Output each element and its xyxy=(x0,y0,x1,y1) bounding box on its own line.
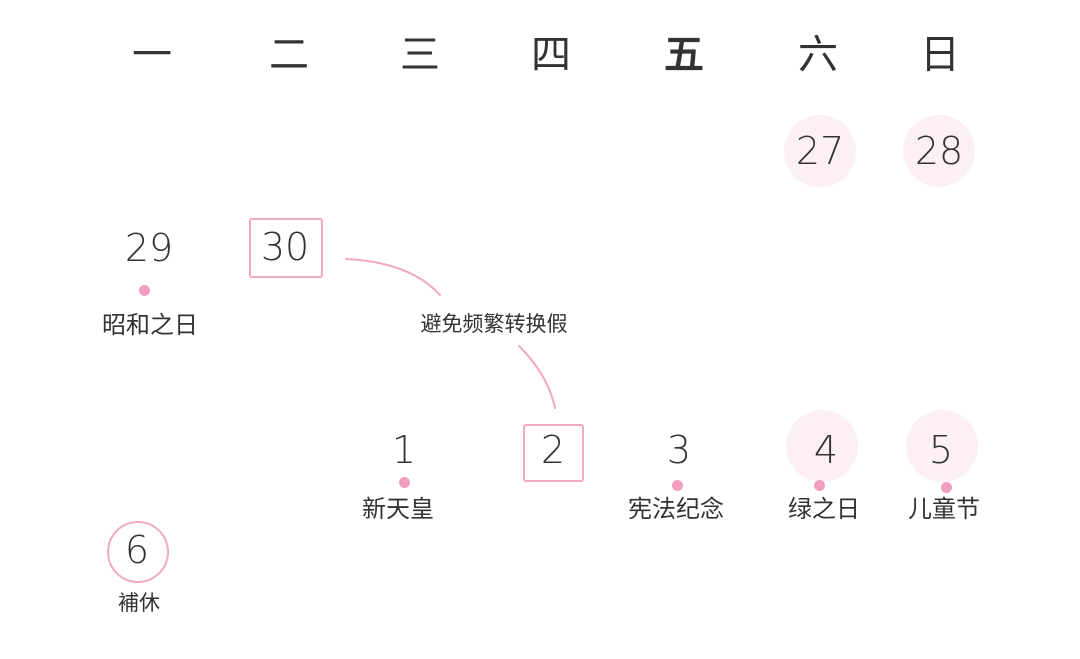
holiday-label-constitution-day: 宪法纪念 xyxy=(628,495,724,523)
day-27[interactable]: 27 xyxy=(795,129,845,173)
day-29[interactable]: 29 xyxy=(124,226,174,270)
day-1[interactable]: 1 xyxy=(391,428,417,472)
day-3[interactable]: 3 xyxy=(666,428,692,472)
holiday-dot xyxy=(940,481,952,493)
bridge-day-box xyxy=(523,424,584,482)
weekday-sun: 日 xyxy=(920,32,960,78)
holiday-dot xyxy=(138,284,150,296)
weekend-highlight xyxy=(903,115,975,187)
day-6[interactable]: 6 xyxy=(124,528,150,572)
holiday-dot xyxy=(671,479,683,491)
weekend-highlight xyxy=(786,410,858,482)
weekday-tue: 二 xyxy=(269,32,309,78)
weekend-highlight xyxy=(784,115,856,187)
holiday-label-new-emperor: 新天皇 xyxy=(362,495,434,523)
bridge-day-box xyxy=(249,218,323,278)
day-4[interactable]: 4 xyxy=(813,428,839,472)
day-2[interactable]: 2 xyxy=(540,428,566,472)
holiday-label-childrens-day: 儿童节 xyxy=(908,495,980,523)
holiday-dot xyxy=(813,479,825,491)
holiday-label-greenery-day: 绿之日 xyxy=(788,495,860,523)
weekend-highlight xyxy=(906,410,978,482)
weekday-wed: 三 xyxy=(400,32,440,78)
holiday-label-showa-day: 昭和之日 xyxy=(102,311,198,339)
weekday-fri: 五 xyxy=(664,32,704,78)
weekday-thu: 四 xyxy=(531,32,571,78)
day-30[interactable]: 30 xyxy=(260,225,310,269)
holiday-dot xyxy=(398,476,410,488)
substitute-holiday-ring xyxy=(107,521,169,583)
weekday-sat: 六 xyxy=(798,32,838,78)
weekday-mon: 一 xyxy=(132,32,172,78)
day-5[interactable]: 5 xyxy=(928,428,954,472)
annotation-note: 避免频繁转换假 xyxy=(420,312,568,336)
day-28[interactable]: 28 xyxy=(914,129,964,173)
holiday-label-substitute: 補休 xyxy=(118,591,160,615)
